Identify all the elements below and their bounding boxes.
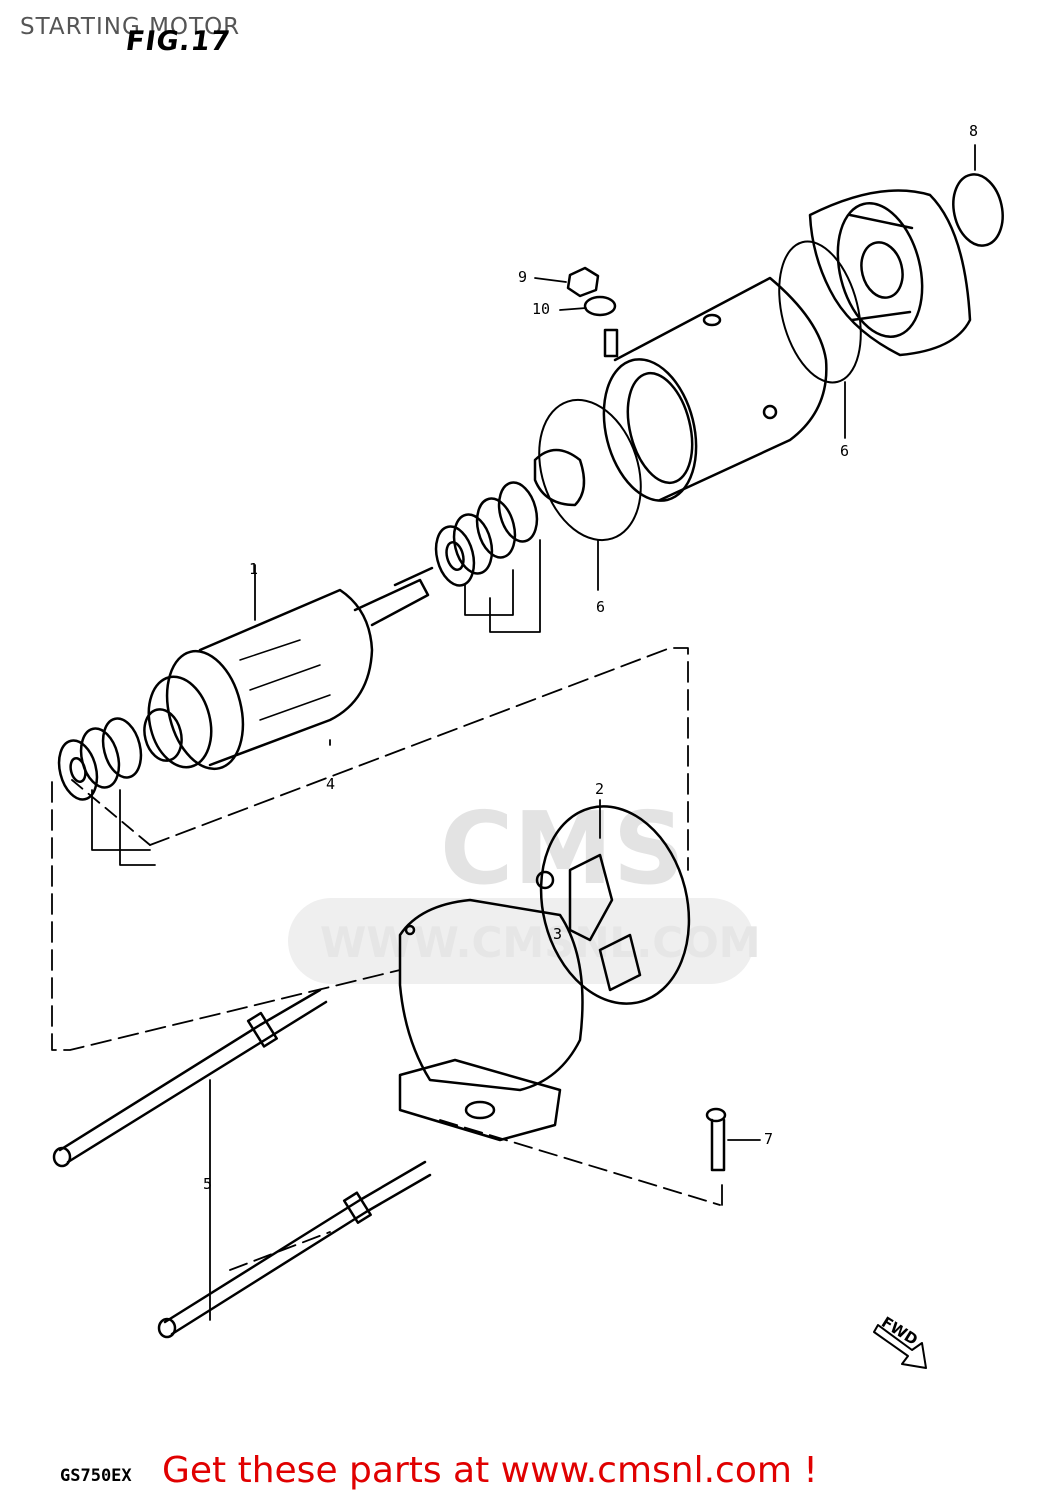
callout-10: 10 bbox=[532, 300, 551, 318]
through-bolt-lower bbox=[157, 1160, 432, 1339]
rear-end-cover bbox=[808, 189, 972, 357]
shim-set-upper bbox=[434, 481, 539, 587]
callout-7: 7 bbox=[764, 1130, 774, 1148]
fwd-arrow bbox=[873, 1324, 927, 1369]
front-end-cover bbox=[398, 898, 584, 1142]
o-ring-6-rear bbox=[778, 240, 862, 384]
model-code: GS750EX bbox=[60, 1466, 132, 1486]
yoke-housing bbox=[602, 276, 828, 502]
callout-9: 9 bbox=[518, 268, 528, 286]
page-title: STARTING MOTOR bbox=[20, 14, 241, 40]
washer-10 bbox=[583, 295, 617, 317]
callout-5: 5 bbox=[203, 1175, 213, 1193]
callout-3: 3 bbox=[553, 925, 563, 943]
callout-2: 2 bbox=[595, 780, 605, 798]
shim-set-lower bbox=[57, 717, 143, 801]
watermark-brand: CMS bbox=[440, 790, 685, 907]
screw-7 bbox=[705, 1107, 727, 1172]
callout-4: 4 bbox=[326, 775, 336, 793]
o-ring-6-front bbox=[538, 398, 642, 542]
callout-8: 8 bbox=[969, 122, 979, 140]
thrust-plate bbox=[533, 448, 586, 507]
figure-label: FIG.17 bbox=[123, 26, 233, 57]
through-bolt-upper bbox=[52, 988, 328, 1168]
callout-6-rear: 6 bbox=[840, 442, 850, 460]
nut-9 bbox=[566, 266, 600, 298]
armature bbox=[143, 564, 434, 771]
callout-6-front: 6 bbox=[596, 598, 606, 616]
parts-shop-link[interactable]: Get these parts at www.cmsnl.com ! bbox=[162, 1450, 818, 1491]
callout-1: 1 bbox=[249, 560, 259, 578]
o-ring-8 bbox=[952, 173, 1004, 247]
brush-plate bbox=[535, 805, 691, 1005]
